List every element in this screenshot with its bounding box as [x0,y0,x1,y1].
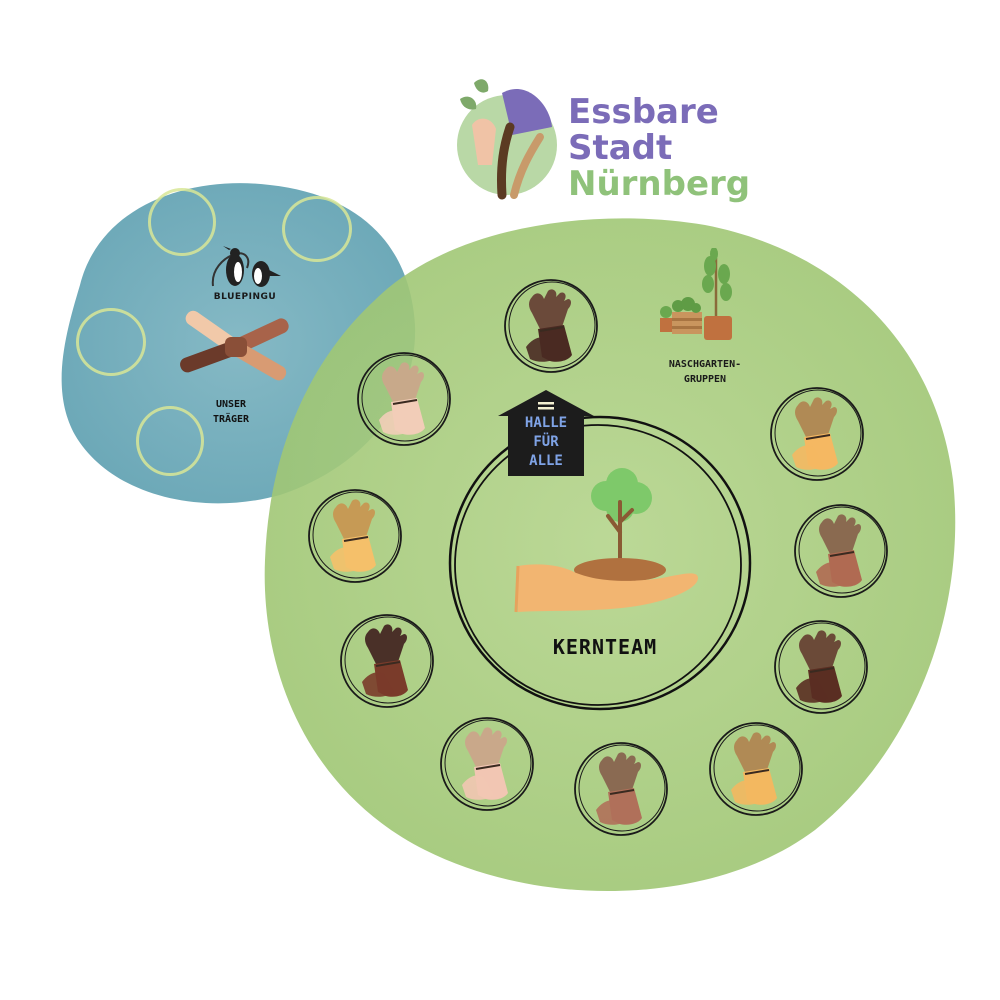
gloved-hands-icon [770,387,864,481]
gloved-hands-icon [440,717,534,811]
kernteam-label: KERNTEAM [552,635,658,659]
logo-line-nuernberg: Nürnberg [568,164,751,204]
gloved-hands-icon [340,614,434,708]
empty-ring [136,406,204,476]
kernteam-ring [448,415,752,711]
gloved-hands-icon [574,742,668,836]
empty-ring [148,188,216,256]
gloved-hands-icon [794,504,888,598]
house-icon [498,390,594,476]
empty-ring [76,308,146,376]
naschgarten-label: NASCHGARTEN- GRUPPEN [668,359,742,385]
gloved-hands-icon [504,279,598,373]
logo-line-essbare: Essbare [568,92,719,132]
logo-line-stadt: Stadt [568,128,673,168]
empty-ring [282,196,352,262]
gloved-hands-icon [774,620,868,714]
hands-and-plant-logo-icon [457,79,557,200]
halle-fuer-alle-label: HALLE FÜR ALLE [524,415,568,469]
penguin-logo-icon [211,246,281,287]
bluepingu-label: BLUEPINGU [213,292,277,302]
network-blob [264,218,956,892]
gloved-hands-icon [357,352,451,446]
hand-with-tree-icon [514,468,698,613]
stacked-hands-icon [180,310,289,381]
traeger-label: UNSER TRÄGER [212,399,250,425]
gloved-hands-icon [709,722,803,816]
garden-plants-icon [660,248,732,340]
gloved-hands-icon [308,489,402,583]
